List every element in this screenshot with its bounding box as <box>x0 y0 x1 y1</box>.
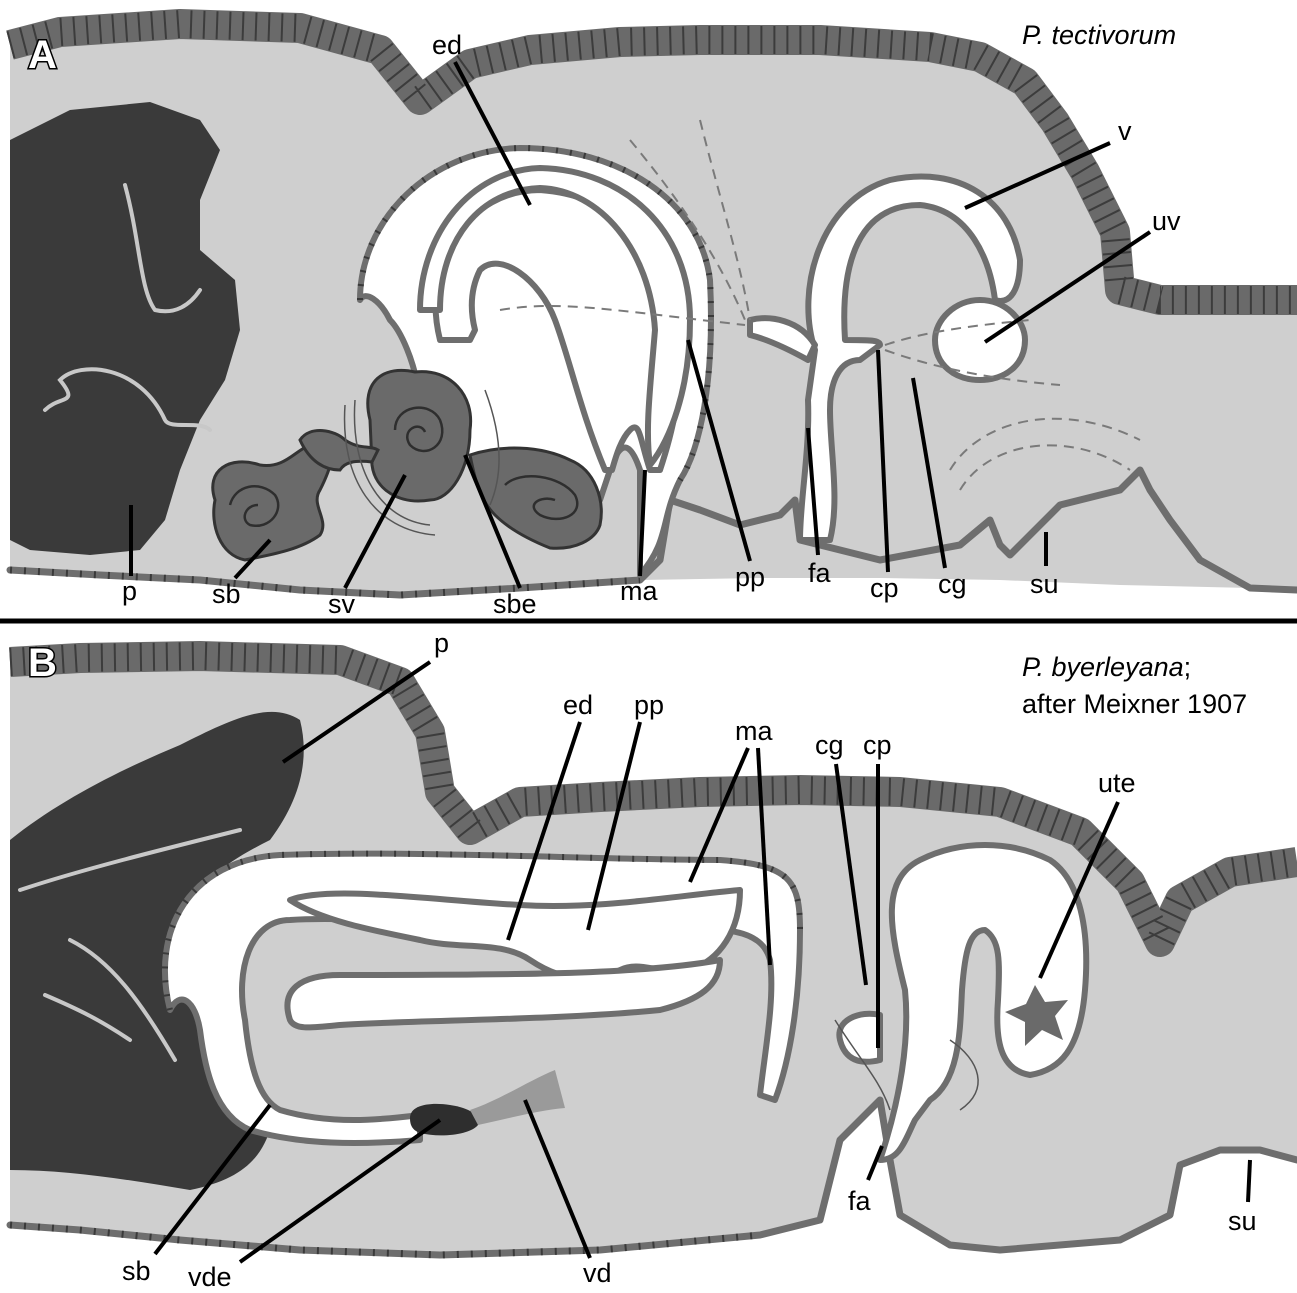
label-b-cp: cp <box>863 730 892 760</box>
panel-a-uterine-vesicle-lumen <box>952 312 1008 368</box>
label-b-ute: ute <box>1098 768 1136 798</box>
panel-a-letter: A <box>28 33 57 77</box>
panel-a-seminal-vesicle <box>368 370 471 501</box>
label-b-p: p <box>434 628 449 658</box>
panel-b-letter: B <box>28 641 57 685</box>
label-a-sb: sb <box>212 579 241 609</box>
label-a-ed: ed <box>432 30 462 60</box>
panel-b-attribution: after Meixner 1907 <box>1022 689 1247 719</box>
panel-b-species: P. byerleyana <box>1022 652 1184 682</box>
panel-b-copulatory-pocket <box>839 1014 880 1062</box>
leader-b-fa <box>868 1146 882 1180</box>
label-a-su: su <box>1030 569 1059 599</box>
label-a-p: p <box>122 576 137 606</box>
label-b-vde: vde <box>188 1262 232 1288</box>
label-a-ma: ma <box>620 576 658 606</box>
leader-b-su <box>1248 1160 1250 1202</box>
label-b-sb: sb <box>122 1256 151 1286</box>
label-b-ma: ma <box>735 716 773 746</box>
label-b-fa: fa <box>848 1186 872 1216</box>
label-b-su: su <box>1228 1206 1257 1236</box>
label-a-v: v <box>1118 116 1132 146</box>
label-b-cg: cg <box>815 730 844 760</box>
label-a-fa: fa <box>808 558 832 588</box>
label-b-vd: vd <box>583 1258 612 1288</box>
label-a-uv: uv <box>1152 206 1181 236</box>
label-b-pp: pp <box>634 690 664 720</box>
label-b-ed: ed <box>563 690 593 720</box>
panel-b-species-line: P. byerleyana; <box>1022 652 1191 682</box>
label-a-cp: cp <box>870 573 899 603</box>
label-a-sbe: sbe <box>493 589 537 619</box>
panel-a-species: P. tectivorum <box>1022 20 1176 50</box>
panel-a <box>10 22 1297 595</box>
panel-b-species-suffix: ; <box>1184 652 1192 682</box>
label-a-sv: sv <box>328 589 356 619</box>
label-a-cg: cg <box>938 569 967 599</box>
panel-b <box>10 656 1297 1255</box>
label-a-pp: pp <box>735 562 765 592</box>
